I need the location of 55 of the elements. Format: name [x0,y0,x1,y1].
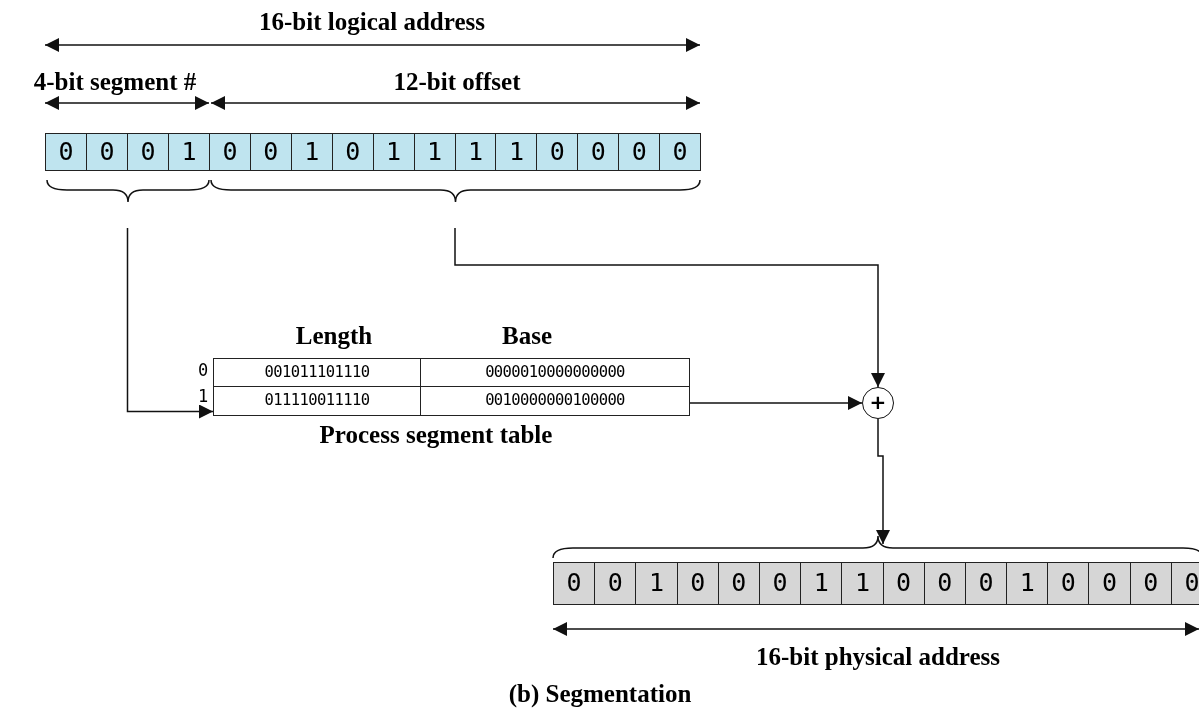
bit-cell: 0 [759,563,802,604]
bit-cell: 0 [677,563,719,604]
bit-field [209,133,701,171]
dimension-label: 12-bit offset [393,68,521,96]
row-index: 1 [198,386,209,406]
arrow [126,227,214,419]
table-cell: 011110011110 [214,387,421,415]
arrow [454,227,885,388]
bit-cell: 1 [842,563,884,604]
dimension-label: 4-bit segment # [33,68,197,96]
bit-cell: 0 [619,134,661,170]
bit-cell-text: 0 [671,136,689,168]
bit-cell: 1 [1007,563,1049,604]
bit-cell: 1 [636,563,678,604]
bit-cell: 0 [537,134,579,170]
table-row [213,386,690,416]
figure-caption: (b) Segmentation [508,680,692,708]
table-cell-text: 0000010000000000 [484,362,626,383]
bit-cell: 0 [924,563,966,604]
bit-cell: 0 [554,563,596,604]
bit-cell: 0 [1089,563,1131,604]
bit-cell: 0 [578,134,620,170]
bit-cell: 1 [496,134,538,170]
column-header: Length [295,322,373,350]
column-header: Base [502,322,552,350]
bit-cell: 1 [801,563,843,604]
dimension-label: 16-bit physical address [756,643,1000,671]
table-cell-text: 0010000000100000 [484,390,626,411]
bit-cell: 0 [128,134,169,170]
dimension-label: 16-bit logical address [259,8,485,36]
bit-cell: 0 [883,563,925,604]
bit-cell: 0 [718,563,760,604]
bit-cell: 0 [595,563,637,604]
adder-symbol: + [862,387,894,419]
bit-cell: 0 [965,563,1008,604]
bit-field [45,133,210,171]
bit-cell: 0 [332,134,374,170]
table-row [213,358,690,387]
bit-cell: 1 [291,134,333,170]
bit-cell: 0 [87,134,128,170]
bit-field [553,562,1199,605]
row-index: 0 [198,360,209,380]
bit-cell: 1 [414,134,456,170]
arrow [689,396,863,410]
bit-cell: 1 [455,134,497,170]
arrow [876,418,890,545]
bit-cell: 1 [373,134,415,170]
bit-cell: 0 [210,134,251,170]
table-caption: Process segment table [319,421,553,449]
bit-cell: 0 [1048,563,1090,604]
bit-cell: 0 [1130,563,1172,604]
bit-cell-text: 1 [180,136,198,168]
bit-cell: 0 [250,134,292,170]
bit-cell-text: 0 [1183,567,1199,599]
bit-cell: 0 [46,134,87,170]
